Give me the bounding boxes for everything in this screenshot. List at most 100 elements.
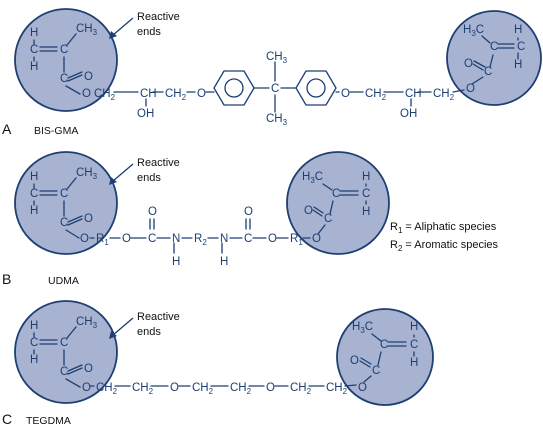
atom-ch3: CH3	[266, 113, 288, 127]
benzene-ring-circle	[306, 78, 326, 98]
atom-o: O	[122, 233, 131, 245]
atom-o: O	[358, 382, 367, 394]
atom-c: C	[324, 213, 332, 225]
panel-name: BIS-GMA	[34, 125, 78, 137]
atom-ch3: CH3	[76, 23, 98, 37]
atom-oh: OH	[137, 108, 154, 120]
benzene-ring	[295, 70, 337, 106]
panel-name: UDMA	[48, 275, 79, 287]
arrowhead	[109, 31, 117, 39]
bond	[471, 35, 519, 85]
atom-ch2: CH2	[132, 382, 154, 396]
reactive-ends-label: ends	[137, 172, 161, 184]
atom-h: H	[30, 171, 38, 183]
atom-ch: CH	[140, 88, 157, 100]
atom-o: O	[82, 382, 91, 394]
panel-letter: A	[2, 121, 12, 137]
atom-c: C	[148, 233, 156, 245]
atom-o: O	[266, 382, 275, 394]
atom-h: H	[362, 206, 370, 218]
callout-arrow	[112, 317, 134, 336]
atom-c: C	[484, 66, 492, 78]
atom-o: O	[197, 88, 206, 100]
atom-ch2: CH2	[94, 88, 116, 102]
arrowhead	[109, 331, 117, 339]
atom-c: C	[60, 188, 68, 200]
atom-o: O	[82, 88, 91, 100]
reactive-ends-callout-c: Reactive ends	[109, 311, 180, 339]
atom-ch2: CH2	[290, 382, 312, 396]
atom-r1: R1	[96, 233, 109, 247]
atom-ch2: CH2	[230, 382, 252, 396]
bond	[89, 218, 311, 254]
bond	[113, 91, 215, 107]
atom-o: O	[268, 233, 277, 245]
reactive-ends-label: ends	[137, 26, 161, 38]
atom-c: C	[244, 233, 252, 245]
atom-r2: R2	[194, 233, 207, 247]
reactive-ends-label: Reactive	[137, 157, 180, 169]
atom-ch2: CH2	[192, 382, 214, 396]
bond	[359, 333, 415, 383]
reactive-end-circle-left	[14, 300, 118, 404]
atom-o: O	[84, 363, 93, 375]
atom-o: O	[170, 382, 179, 394]
panel-b-udma: H C H C CH3 C O O R1 O C O N H R2 N H C …	[14, 151, 499, 268]
atom-oh: OH	[400, 108, 417, 120]
atom-c: C	[332, 188, 340, 200]
atom-h: H	[172, 256, 180, 268]
benzene-ring-circle	[224, 78, 244, 98]
atom-c: C	[60, 44, 68, 56]
atom-h: H	[514, 59, 522, 71]
reactive-end-circle-left	[14, 8, 118, 112]
atom-h3c: H3C	[463, 24, 484, 38]
bond	[253, 61, 297, 113]
reactive-ends-label: Reactive	[137, 11, 180, 23]
atom-h: H	[362, 171, 370, 183]
atom-ch2: CH2	[96, 382, 118, 396]
atom-c: C	[60, 366, 68, 378]
callout-arrow	[112, 163, 134, 182]
bond	[33, 326, 83, 388]
atom-n: N	[220, 233, 228, 245]
atom-h: H	[410, 357, 418, 369]
atom-o: O	[84, 213, 93, 225]
atom-c: C	[30, 188, 38, 200]
atom-h: H	[220, 256, 228, 268]
atom-c: C	[490, 41, 498, 53]
reactive-ends-label: Reactive	[137, 311, 180, 323]
atom-c: C	[60, 217, 68, 229]
panel-a-bis-gma: H C H C CH3 C O O CH2 CH OH CH2 O C CH3 …	[14, 8, 542, 127]
panel-letter: B	[2, 271, 11, 287]
reactive-ends-label: ends	[137, 326, 161, 338]
reactive-end-circle-right	[336, 308, 434, 406]
atom-h3c: H3C	[352, 321, 373, 335]
atom-h: H	[514, 24, 522, 36]
callout-arrow	[112, 17, 134, 36]
bond	[33, 33, 83, 95]
reactive-end-circle-left	[14, 151, 118, 255]
panel-letter: C	[2, 411, 12, 427]
atom-c: C	[380, 339, 388, 351]
atom-c: C	[271, 83, 279, 95]
atom-o: O	[341, 88, 350, 100]
atom-ch3: CH3	[76, 167, 98, 181]
bond	[312, 183, 367, 235]
atom-h: H	[30, 205, 38, 217]
atom-c: C	[30, 337, 38, 349]
atom-c: C	[60, 73, 68, 85]
atom-ch: CH	[405, 88, 422, 100]
atom-ch3: CH3	[266, 51, 288, 65]
atom-r1: R1	[290, 233, 303, 247]
atom-c: C	[517, 41, 525, 53]
atom-h: H	[30, 27, 38, 39]
atom-o: O	[148, 206, 157, 218]
atom-h: H	[30, 320, 38, 332]
atom-h: H	[410, 321, 418, 333]
atom-c: C	[362, 188, 370, 200]
atom-ch3: CH3	[76, 316, 98, 330]
atom-o: O	[312, 233, 321, 245]
atom-h: H	[30, 61, 38, 73]
atom-ch2: CH2	[165, 88, 187, 102]
panel-name: TEGDMA	[26, 415, 71, 427]
